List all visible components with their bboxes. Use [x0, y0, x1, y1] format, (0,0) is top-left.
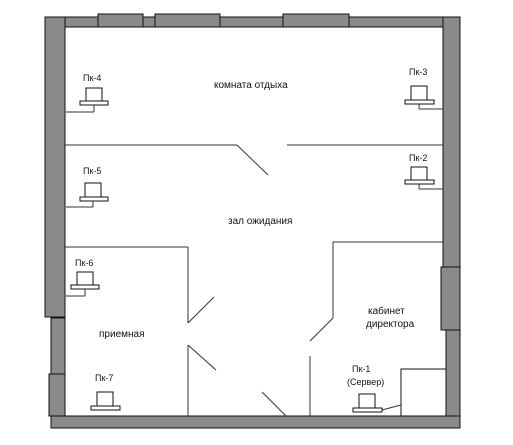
pc-6-monitor-icon	[76, 271, 94, 286]
room-label-director-2: директора	[366, 319, 415, 330]
pc-2: Пк-2	[404, 153, 443, 190]
pc-6-label: Пк-6	[75, 258, 93, 268]
pc-1: Пк-1 (Сервер)	[347, 364, 402, 413]
pc-7-monitor-icon	[96, 391, 114, 407]
left-wall-upper	[44, 16, 66, 318]
pc-4-monitor-icon	[85, 87, 103, 102]
room-label-director-1: кабинет	[368, 305, 405, 317]
room-label-reception: приемная	[99, 329, 145, 340]
pc-3-desk-icon	[404, 99, 435, 105]
pc-1-monitor-icon	[358, 393, 376, 409]
door-reception-a	[187, 296, 215, 324]
pc-4-desk-icon	[79, 100, 109, 106]
pc-2-desk-icon	[404, 179, 435, 185]
pc-1-sublabel: (Сервер)	[347, 377, 384, 387]
door-upper	[236, 144, 269, 176]
pc-3: Пк-3	[404, 67, 443, 110]
window-top-2	[154, 13, 221, 28]
pc-7: Пк-7	[90, 373, 121, 411]
server-cabinet	[400, 368, 447, 417]
interior-walls	[65, 144, 447, 417]
pc-3-label: Пк-3	[409, 67, 427, 77]
window-right	[440, 266, 461, 331]
pc-6: Пк-6	[66, 258, 100, 297]
pc-5-monitor-icon	[84, 182, 102, 198]
pc-3-monitor-icon	[410, 85, 428, 101]
pc-2-monitor-icon	[410, 166, 428, 181]
pc-1-desk-icon	[352, 407, 383, 413]
pc-2-label: Пк-2	[409, 153, 427, 163]
window-top-1	[97, 13, 144, 28]
right-wall-upper	[442, 16, 461, 268]
door-director	[309, 317, 334, 342]
pc-6-desk-icon	[70, 284, 100, 290]
pc-1-label: Пк-1	[352, 364, 370, 374]
pc-5-label: Пк-5	[83, 166, 101, 176]
pc-1-cable	[381, 404, 402, 411]
window-top-3	[282, 13, 350, 28]
window-left	[48, 373, 66, 417]
room-label-waiting: зал ожидания	[228, 216, 292, 227]
bottom-wall	[50, 415, 461, 429]
door-reception-b	[187, 344, 217, 371]
pc-7-desk-icon	[90, 405, 121, 411]
pc-4: Пк-4	[66, 73, 109, 113]
door-bottom	[261, 391, 287, 417]
room-label-rest: комната отдыха	[214, 80, 288, 91]
pc-5-desk-icon	[79, 196, 109, 202]
pc-4-label: Пк-4	[83, 73, 101, 83]
right-wall-lower	[445, 329, 461, 429]
pc-7-label: Пк-7	[95, 373, 113, 383]
pc-5: Пк-5	[66, 166, 109, 208]
